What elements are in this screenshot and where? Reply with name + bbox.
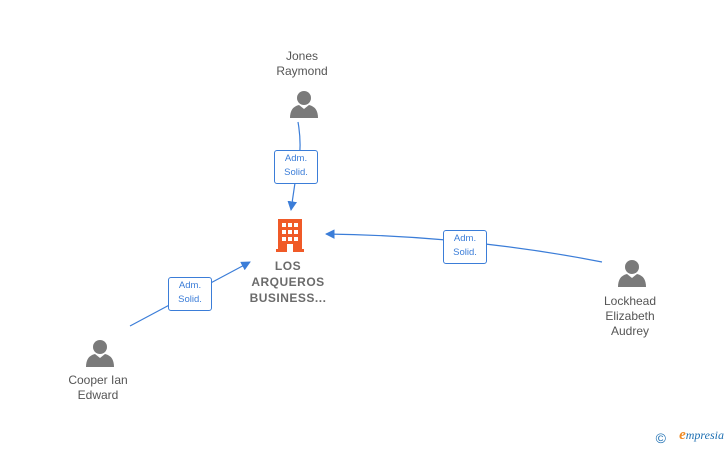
person-label-cooper[interactable]: Cooper Ian Edward	[53, 373, 143, 403]
company-name-line: ARQUEROS	[251, 275, 325, 289]
person-name-line: Raymond	[276, 64, 328, 78]
copyright-icon: ©	[655, 430, 666, 446]
empresia-logo: empresia	[679, 427, 724, 444]
edge-role-line: Adm.	[284, 153, 308, 164]
person-label-jones[interactable]: Jones Raymond	[262, 49, 342, 79]
person-name-line: Cooper Ian	[68, 373, 128, 387]
person-name-line: Lockhead	[603, 294, 657, 308]
edge-label-jones[interactable]: Adm. Solid.	[274, 150, 318, 184]
person-icon-jones[interactable]	[290, 91, 318, 118]
person-icon-lockhead[interactable]	[618, 260, 646, 287]
edge-role-line: Solid.	[453, 247, 477, 258]
edge-label-lockhead[interactable]: Adm. Solid.	[443, 230, 487, 264]
person-label-lockhead[interactable]: Lockhead Elizabeth Audrey	[590, 294, 670, 339]
edge-label-cooper[interactable]: Adm. Solid.	[168, 277, 212, 311]
person-name-line: Audrey	[610, 324, 650, 338]
logo-initial: e	[679, 427, 686, 443]
person-name-line: Edward	[77, 388, 119, 402]
company-name-line: LOS	[274, 259, 302, 273]
person-name-line: Jones	[285, 49, 319, 63]
edge-role-line: Solid.	[178, 294, 202, 305]
building-icon[interactable]	[276, 219, 304, 252]
person-icon-cooper[interactable]	[86, 340, 114, 367]
logo-text: mpresia	[685, 428, 724, 442]
company-label[interactable]: LOS ARQUEROS BUSINESS...	[236, 258, 340, 306]
edge-role-line: Adm.	[178, 280, 202, 291]
company-name-line: BUSINESS...	[249, 291, 327, 305]
edge-role-line: Adm.	[453, 233, 477, 244]
edge-role-line: Solid.	[284, 167, 308, 178]
person-name-line: Elizabeth	[605, 309, 655, 323]
